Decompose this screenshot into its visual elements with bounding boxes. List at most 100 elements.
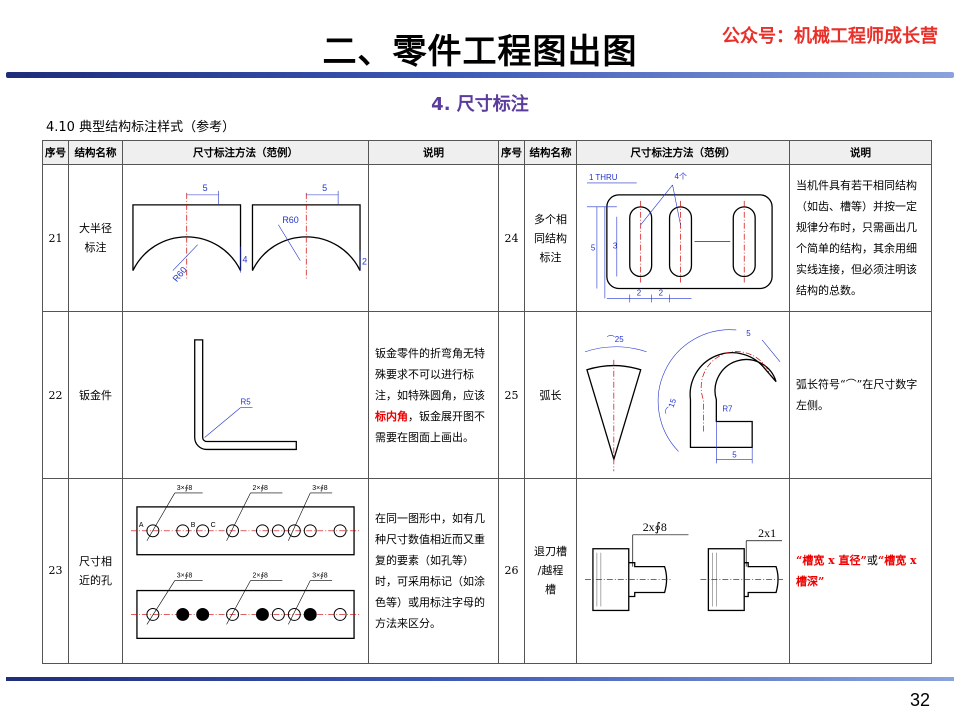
highlight-text: 标内角 — [375, 409, 408, 423]
dim-label: 2×∮8 — [252, 484, 268, 492]
row-description: 钣金零件的折弯角无特殊要求不可以进行标注，如特殊圆角，应该标内角，钣金展开图不需… — [368, 311, 499, 479]
dim-label: ⌒25 — [607, 335, 624, 344]
large-radius-drawing: 5 5 R60 R60 4 2 — [132, 183, 367, 284]
row-description: 当机件具有若干相同结构（如齿、槽等）并按一定规律分布时，只需画出几个简单的结构，… — [789, 163, 932, 313]
dim-label: 5 — [746, 329, 751, 338]
section-heading: 4.10 典型结构标注样式（参考） — [46, 120, 236, 135]
structure-name: 钣金件 — [68, 311, 123, 479]
page-title: 二、零件工程图出图 — [322, 32, 638, 72]
col-header: 序号 — [498, 140, 525, 165]
dim-label: R60 — [171, 265, 189, 284]
row-description: 弧长符号“⌒”在尺寸数字左侧。 — [789, 311, 932, 479]
col-header: 结构名称 — [68, 140, 123, 165]
dim-label: 4 — [243, 255, 248, 265]
dimension-table: 序号 结构名称 尺寸标注方法（范例） 说明 序号 结构名称 尺寸标注方法（范例）… — [42, 140, 932, 665]
description-text: 在同一图形中，如有几种尺寸数值相近而又重复的要素（如孔等）时，可采用标记（如涂色… — [375, 511, 485, 630]
dim-label: R5 — [241, 398, 252, 407]
arc-length-drawing: ⌒25 5 R7 ⌒15 5 — [584, 329, 781, 472]
row-description: 在同一图形中，如有几种尺寸数值相近而又重复的要素（如孔等）时，可采用标记（如涂色… — [368, 477, 499, 665]
dim-label: R7 — [722, 405, 733, 414]
structure-name: 弧长 — [524, 311, 577, 479]
structure-name-line: 大半径 — [79, 222, 112, 236]
structure-name-line: 钣金件 — [79, 388, 112, 402]
structure-name-line: 槽 — [545, 583, 556, 597]
dim-label: R60 — [282, 215, 298, 225]
dim-label: 3 — [613, 242, 618, 251]
figure-similar-holes: 3×∮8 2×∮8 3×∮8 3×∮8 2×∮8 3×∮8 A B C — [122, 477, 369, 665]
figure-large-radius: 5 5 R60 R60 4 2 — [122, 163, 369, 313]
structure-name-line: 多个相 — [534, 212, 567, 226]
row-number: 22 — [42, 311, 69, 479]
structure-name-line: 标注 — [84, 241, 107, 255]
description-text: 当机件具有若干相同结构（如齿、槽等）并按一定规律分布时，只需画出几个简单的结构，… — [796, 179, 917, 298]
dim-label: 5 — [322, 183, 327, 193]
structure-name: 大半径标注 — [68, 163, 123, 313]
figure-sheet-metal: R5 — [122, 311, 369, 479]
dim-label: 2 — [637, 288, 642, 297]
hole-row-bottom — [146, 607, 347, 621]
description-text: 钣金零件的折弯角无特殊要求不可以进行标注，如特殊圆角，应该 — [375, 346, 485, 402]
dim-label: A — [139, 522, 144, 529]
dim-label: 4个 — [675, 172, 687, 181]
row-number: 21 — [42, 163, 69, 313]
dim-label: 2x∮8 — [643, 520, 667, 534]
row-description — [368, 163, 499, 313]
sheet-metal-drawing: R5 — [194, 339, 297, 451]
dim-label: 5 — [591, 244, 596, 253]
dim-label: 3×∮8 — [312, 571, 328, 579]
structure-name-line: 弧长 — [539, 388, 562, 402]
structure-name-line: /越程 — [537, 564, 564, 578]
section-subtitle: 4. 尺寸标注 — [431, 94, 529, 115]
table-row: 21 大半径标注 — [42, 163, 932, 313]
highlight-text: “槽宽 x 直径” — [796, 553, 867, 567]
row-number: 24 — [498, 163, 525, 313]
structure-name-line: 退刀槽 — [534, 545, 567, 559]
dim-label: 3×∮8 — [312, 484, 328, 492]
table-header-row: 序号 结构名称 尺寸标注方法（范例） 说明 序号 结构名称 尺寸标注方法（范例）… — [42, 140, 932, 165]
dim-label: 3×∮8 — [177, 484, 193, 492]
col-header: 序号 — [42, 140, 69, 165]
figure-undercut-groove: 2x∮8 2x1 — [576, 477, 790, 665]
dim-label: B — [191, 522, 196, 529]
dim-label: 2x1 — [758, 526, 776, 540]
page-number: 32 — [909, 690, 930, 710]
hole-row-top — [146, 524, 347, 538]
row-description: “槽宽 x 直径”或“槽宽 x 槽深” — [789, 477, 932, 665]
col-header: 说明 — [789, 140, 932, 165]
figure-repeated-structure: 1 THRU 4个 3 5 2 2 — [576, 163, 790, 313]
structure-name-line: 尺寸相 — [79, 554, 112, 568]
bottom-divider — [6, 677, 954, 681]
dim-label: 5 — [732, 451, 737, 460]
col-header: 尺寸标注方法（范例） — [576, 140, 790, 165]
brand-label: 公众号：机械工程师成长营 — [722, 26, 938, 47]
row-number: 23 — [42, 477, 69, 665]
repeated-slots-drawing: 1 THRU 4个 3 5 2 2 — [586, 172, 773, 303]
highlight-text: “槽宽 x 槽深” — [796, 553, 917, 588]
structure-name: 多个相同结构标注 — [524, 163, 577, 313]
undercut-groove-drawing: 2x∮8 2x1 — [584, 520, 785, 611]
structure-name-line: 标注 — [539, 250, 562, 264]
dim-label: 1 THRU — [589, 173, 618, 182]
structure-name-line: 近的孔 — [79, 573, 112, 587]
dim-label: 2 — [659, 288, 664, 297]
description-text: ，钣金展开图不需要在图面上画出。 — [375, 409, 485, 444]
dim-label: 3×∮8 — [177, 571, 193, 579]
structure-name-line: 同结构 — [534, 231, 567, 245]
dim-label: ⌒15 — [664, 397, 678, 416]
dim-label: 5 — [203, 183, 208, 193]
dim-label: C — [211, 522, 216, 529]
structure-name: 尺寸相近的孔 — [68, 477, 123, 665]
col-header: 说明 — [368, 140, 499, 165]
description-text: 弧长符号“⌒”在尺寸数字左侧。 — [796, 378, 918, 413]
row-number: 25 — [498, 311, 525, 479]
structure-name: 退刀槽/越程槽 — [524, 477, 577, 665]
col-header: 结构名称 — [524, 140, 577, 165]
description-text: 或 — [866, 553, 878, 567]
top-divider — [6, 72, 954, 78]
col-header: 尺寸标注方法（范例） — [122, 140, 369, 165]
figure-arc-length: ⌒25 5 R7 ⌒15 5 — [576, 311, 790, 479]
table-row: 23 尺寸相近的孔 — [42, 477, 932, 665]
dim-label: 2 — [362, 257, 367, 267]
table-row: 22 钣金件 R5 钣金零件的折弯角无特殊要求不可以进行标注，如特殊圆角，应该标… — [42, 311, 932, 479]
row-number: 26 — [498, 477, 525, 665]
